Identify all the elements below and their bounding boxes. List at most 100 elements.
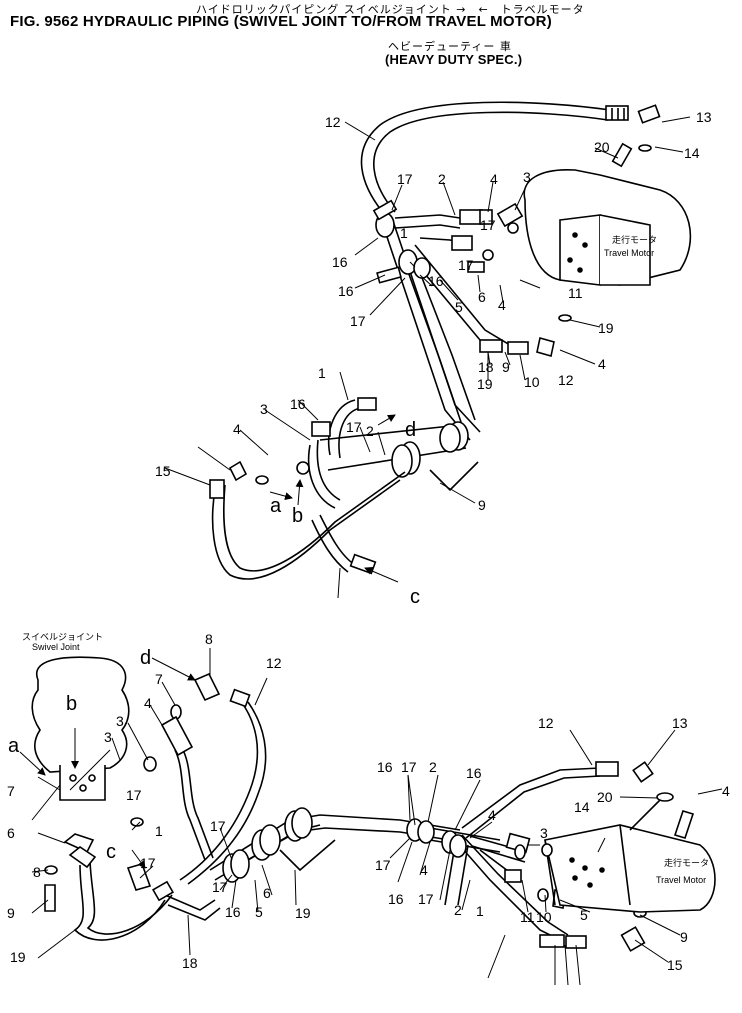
bottom-callout-10: 10 (536, 909, 552, 925)
bottom-callout-3: 3 (104, 729, 112, 745)
tubes-top (381, 214, 511, 441)
letter-a-bottom: a (8, 735, 20, 757)
japanese-title: ハイドロリックパイピング スイベルジョイント → ← トラベルモータ (196, 3, 585, 16)
top-callout-2: 2 (438, 171, 446, 187)
bottom-callout-9: 9 (7, 905, 15, 921)
bottom-callout-1: 1 (155, 823, 163, 839)
clamps-top (372, 199, 431, 284)
japanese-spec: ヘビーデューティー 車 (388, 40, 512, 53)
top-callout-4: 4 (498, 297, 506, 313)
top-callout-5: 5 (455, 299, 463, 315)
bottom-callout-6: 6 (263, 885, 271, 901)
letter-d-top: d (405, 419, 416, 441)
letter-a-top: a (270, 495, 282, 517)
bottom-callout-5: 5 (255, 904, 263, 920)
bottom-callout-17: 17 (210, 818, 226, 834)
bottom-callout-18: 18 (182, 955, 198, 971)
letter-b-bottom: b (66, 693, 77, 715)
top-callout-16: 16 (332, 254, 348, 270)
top-callout-6: 6 (478, 289, 486, 305)
letter-b-top: b (292, 505, 303, 527)
figure-title: FIG. 9562 HYDRAULIC PIPING (SWIVEL JOINT… (10, 13, 552, 30)
top-callout-1: 1 (318, 365, 326, 381)
swivel-joint (31, 656, 130, 801)
spec-subtitle: (HEAVY DUTY SPEC.) (385, 52, 523, 67)
top-callout-19: 19 (477, 376, 493, 392)
bottom-callout-19: 19 (10, 949, 26, 965)
top-callout-12: 12 (325, 114, 341, 130)
top-callout-3: 3 (523, 169, 531, 185)
component-labels: 走行モータ Travel Motor 走行モータ Travel Motor スイ… (22, 234, 709, 885)
bottom-callout-7: 7 (155, 671, 163, 687)
bottom-callout-4: 4 (722, 783, 730, 799)
hoses-bottom (73, 699, 267, 941)
top-callout-17: 17 (458, 257, 474, 273)
bottom-callout-16: 16 (377, 759, 393, 775)
fittings-bottom (44, 672, 695, 952)
top-callout-4: 4 (233, 421, 241, 437)
top-callout-17: 17 (480, 217, 496, 233)
top-callout-10: 10 (524, 374, 540, 390)
bottom-callout-17: 17 (212, 879, 228, 895)
top-callout-9: 9 (478, 497, 486, 513)
top-callout-13: 13 (696, 109, 712, 125)
bottom-callout-16: 16 (466, 765, 482, 781)
sleeve-15-bottom (279, 839, 336, 872)
bottom-callout-17: 17 (140, 855, 156, 871)
header: ハイドロリックパイピング スイベルジョイント → ← トラベルモータ FIG. … (0, 0, 742, 72)
bottom-callout-15: 15 (667, 957, 683, 973)
top-callout-17: 17 (397, 171, 413, 187)
sleeve-15-top (319, 421, 479, 492)
top-callout-18: 18 (478, 359, 494, 375)
top-callout-20: 20 (594, 139, 610, 155)
top-callout-2: 2 (366, 423, 374, 439)
bottom-callout-17: 17 (401, 759, 417, 775)
top-callout-9: 9 (502, 359, 510, 375)
swivel-joint-jp: スイベルジョイント (22, 632, 103, 642)
travel-motor-en-bottom: Travel Motor (656, 875, 706, 885)
bottom-callout-9: 9 (680, 929, 688, 945)
top-callout-17: 17 (346, 419, 362, 435)
top-callout-16: 16 (290, 396, 306, 412)
travel-motor-jp-bottom: 走行モータ (664, 857, 709, 868)
bottom-callout-3: 3 (116, 713, 124, 729)
bottom-view (19, 648, 723, 986)
leaders-bottom (19, 648, 723, 986)
leaders-top (164, 116, 691, 599)
bottom-callout-16: 16 (225, 904, 241, 920)
top-callout-1: 1 (400, 225, 408, 241)
bottom-callout-19: 19 (295, 905, 311, 921)
top-view (164, 101, 692, 599)
top-callout-12: 12 (558, 372, 574, 388)
letter-c-top: c (410, 586, 420, 608)
top-callout-4: 4 (598, 356, 606, 372)
top-callout-17: 17 (350, 313, 366, 329)
bottom-callout-12: 12 (538, 715, 554, 731)
bottom-callout-2: 2 (454, 902, 462, 918)
letter-d-bottom: d (140, 647, 151, 669)
top-callout-3: 3 (260, 401, 268, 417)
top-callout-11: 11 (568, 285, 583, 301)
bottom-callout-4: 4 (420, 862, 428, 878)
travel-motor-jp-top: 走行モータ (612, 234, 657, 245)
bottom-callout-12: 12 (266, 655, 282, 671)
travel-motor-bottom (541, 799, 716, 913)
top-callout-16: 16 (428, 273, 444, 289)
bottom-callout-6: 6 (7, 825, 15, 841)
fittings-top (451, 104, 661, 358)
clamps-bottom (222, 807, 467, 883)
bottom-callout-7: 7 (7, 783, 15, 799)
letter-c-bottom: c (106, 841, 116, 863)
travel-motor-en-top: Travel Motor (604, 248, 654, 258)
bottom-callout-8: 8 (33, 864, 41, 880)
connection-letters: a b c d a b c d (8, 419, 420, 863)
top-callout-19: 19 (598, 320, 614, 336)
bottom-callout-17: 17 (375, 857, 391, 873)
bottom-callout-2: 2 (429, 759, 437, 775)
bottom-callout-1: 1 (476, 903, 484, 919)
top-callout-4: 4 (490, 171, 498, 187)
top-callout-16: 16 (338, 283, 354, 299)
